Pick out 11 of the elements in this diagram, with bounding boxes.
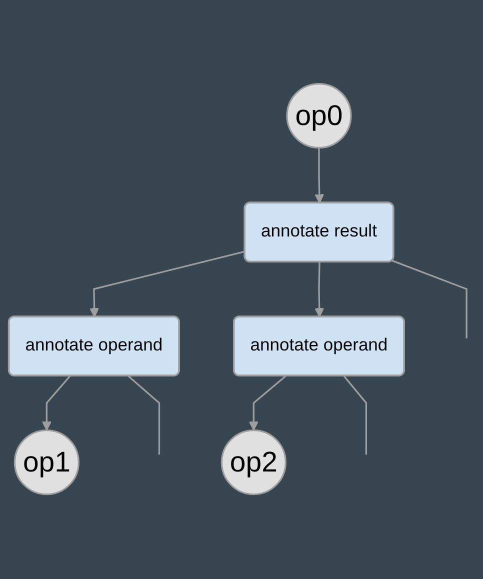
node-circle: op2 (220, 430, 286, 496)
arrow (248, 376, 286, 432)
arrow (314, 148, 324, 204)
arrow (314, 262, 324, 318)
arrow (42, 376, 71, 432)
connector (392, 260, 468, 339)
node-circle: op0 (286, 83, 352, 149)
arrow (89, 251, 246, 318)
node-circle: op1 (14, 430, 80, 496)
connector (343, 376, 367, 456)
connector (128, 376, 160, 456)
